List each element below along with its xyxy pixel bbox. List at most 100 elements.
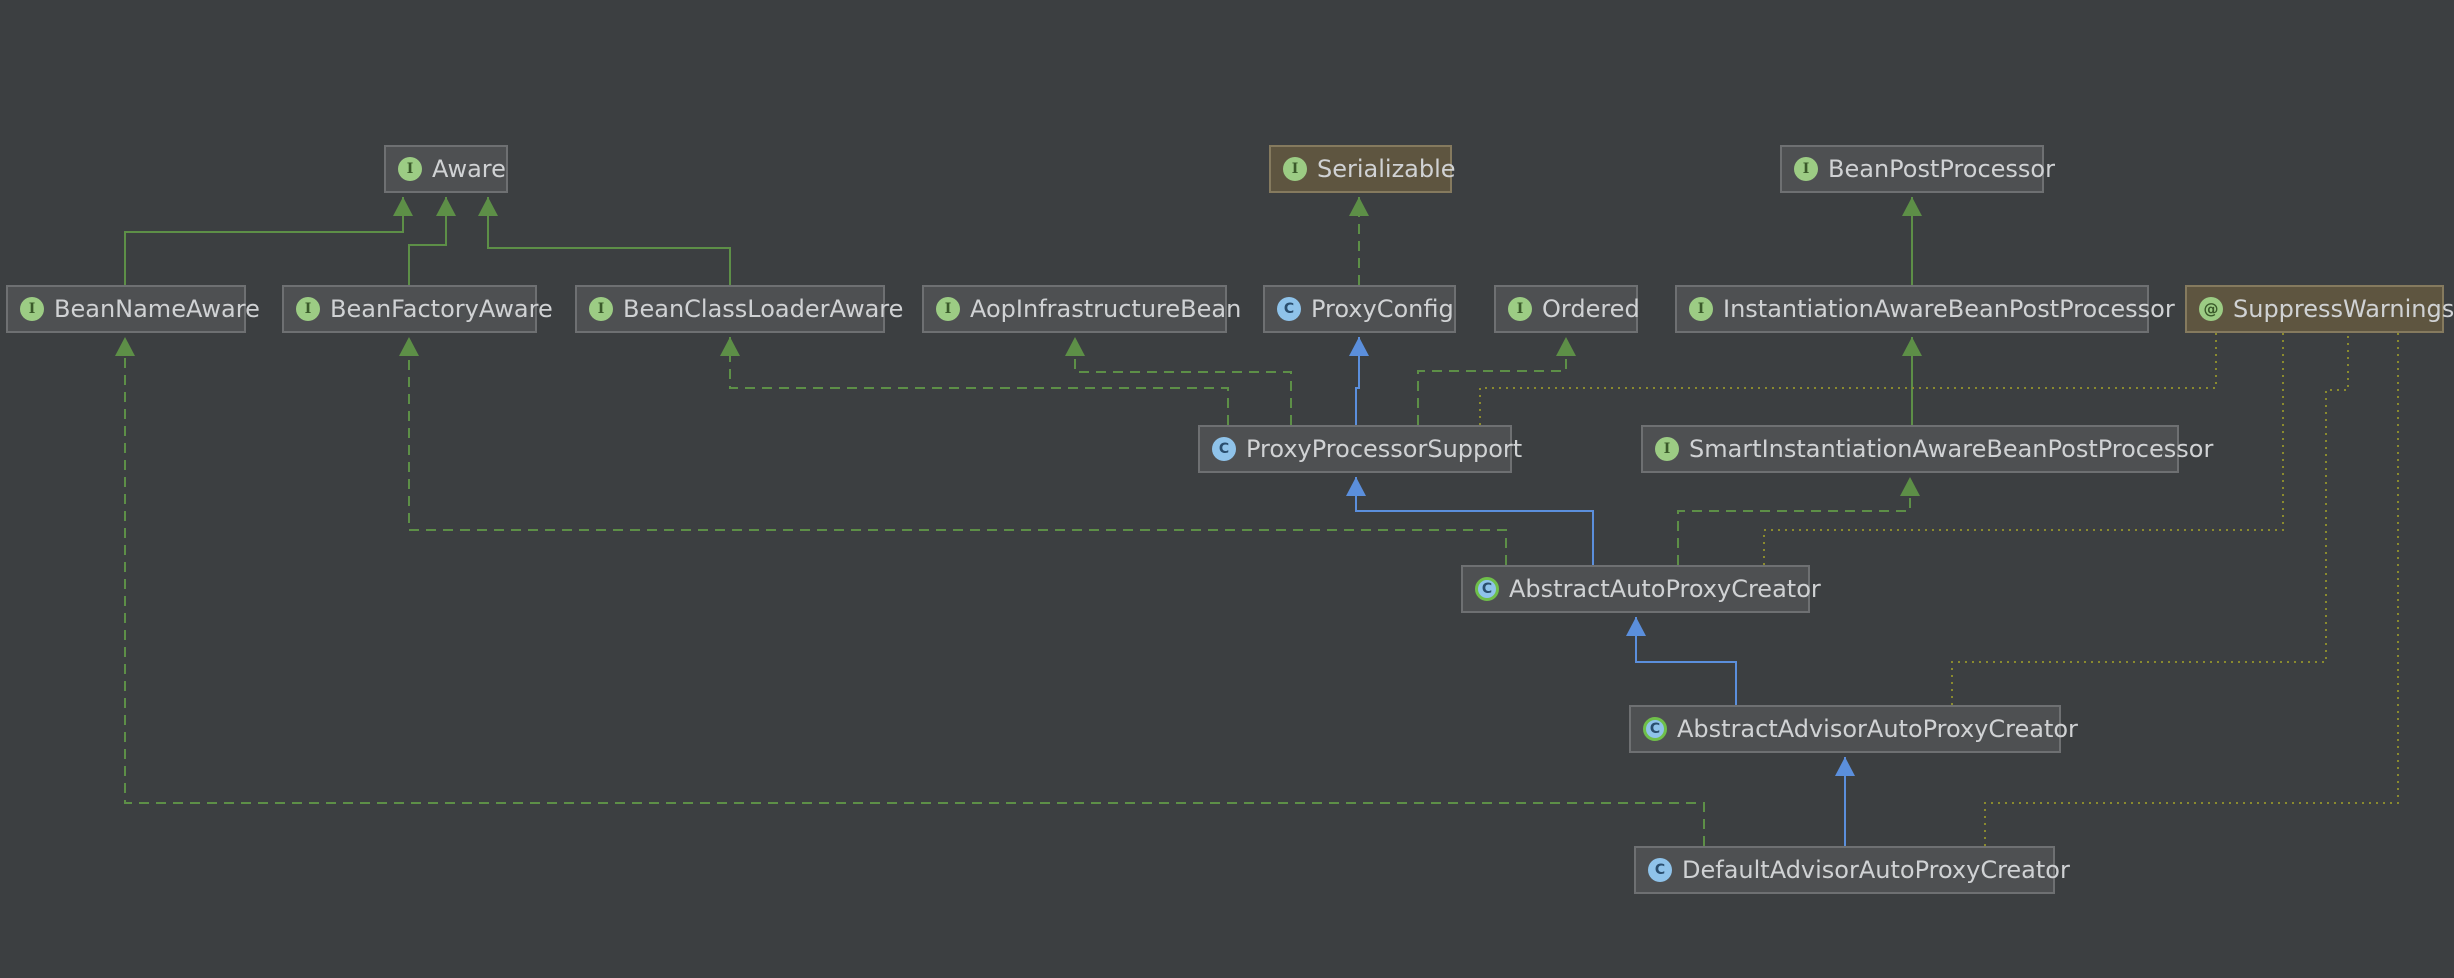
edge-bean_class_loader_aware-to-aware bbox=[478, 197, 731, 285]
arrowhead-icon bbox=[478, 197, 498, 216]
node-label: Aware bbox=[432, 155, 506, 183]
node-abstract-auto-proxy-creator[interactable]: C AbstractAutoProxyCreator bbox=[1461, 565, 1821, 613]
edge-default_advisor_auto_proxy_creator-to-bean_name_aware bbox=[115, 337, 1705, 846]
interface-icon: I bbox=[296, 297, 320, 321]
edge-abstract_auto_proxy_creator-to-proxy_processor_support bbox=[1346, 477, 1594, 565]
node-label: ProxyProcessorSupport bbox=[1246, 435, 1523, 463]
edge-bean_name_aware-to-aware bbox=[124, 197, 413, 285]
interface-icon: I bbox=[1283, 157, 1307, 181]
arrowhead-icon bbox=[1835, 757, 1855, 776]
node-label: BeanFactoryAware bbox=[330, 295, 553, 323]
arrowhead-icon bbox=[1902, 337, 1922, 356]
node-abstract-advisor-auto-proxy-creator[interactable]: C AbstractAdvisorAutoProxyCreator bbox=[1629, 705, 2078, 753]
edge-line bbox=[124, 197, 404, 285]
edge-abstract_auto_proxy_creator-to-bean_factory_aware bbox=[399, 337, 1507, 565]
node-suppress-warnings[interactable]: @ SuppressWarnings bbox=[2185, 285, 2454, 333]
edge-proxy_config-to-serializable bbox=[1349, 197, 1369, 285]
arrowhead-icon bbox=[1556, 337, 1576, 356]
arrowhead-icon bbox=[1349, 197, 1369, 216]
arrowhead-icon bbox=[1065, 337, 1085, 356]
abstract-class-icon: C bbox=[1643, 717, 1667, 741]
node-label: SmartInstantiationAwareBeanPostProcessor bbox=[1689, 435, 2214, 463]
node-bean-factory-aware[interactable]: I BeanFactoryAware bbox=[282, 285, 553, 333]
node-label: DefaultAdvisorAutoProxyCreator bbox=[1682, 856, 2070, 884]
arrowhead-icon bbox=[1900, 477, 1920, 496]
edge-line bbox=[1417, 337, 1567, 425]
edge-proxy_processor_support-to-aop_infrastructure_bean bbox=[1065, 337, 1292, 425]
node-label: BeanClassLoaderAware bbox=[623, 295, 904, 323]
edge-smart_instantiation_aware_bpp-to-instantiation_aware_bpp bbox=[1902, 337, 1922, 425]
edge-line bbox=[1984, 333, 2399, 846]
node-aop-infrastructure-bean[interactable]: I AopInfrastructureBean bbox=[922, 285, 1241, 333]
node-bean-post-processor[interactable]: I BeanPostProcessor bbox=[1780, 145, 2055, 193]
node-label: ProxyConfig bbox=[1311, 295, 1454, 323]
edge-proxy_processor_support-to-bean_class_loader_aware bbox=[720, 337, 1229, 425]
edge-default_advisor_auto_proxy_creator-to-abstract_advisor_auto_proxy_creator bbox=[1835, 757, 1855, 846]
edge-line bbox=[124, 337, 1705, 846]
node-label: AbstractAdvisorAutoProxyCreator bbox=[1677, 715, 2078, 743]
arrowhead-icon bbox=[1349, 337, 1369, 356]
node-label: AopInfrastructureBean bbox=[970, 295, 1242, 323]
interface-icon: I bbox=[936, 297, 960, 321]
node-proxy-config[interactable]: C ProxyConfig bbox=[1263, 285, 1456, 333]
interface-icon: I bbox=[1508, 297, 1532, 321]
node-label: BeanNameAware bbox=[54, 295, 260, 323]
class-icon: C bbox=[1212, 437, 1236, 461]
node-label: Serializable bbox=[1317, 155, 1456, 183]
interface-icon: I bbox=[1794, 157, 1818, 181]
edges-layer bbox=[115, 197, 2399, 846]
node-instantiation-aware-bean-post-processor[interactable]: I InstantiationAwareBeanPostProcessor bbox=[1675, 285, 2175, 333]
node-bean-name-aware[interactable]: I BeanNameAware bbox=[6, 285, 260, 333]
node-label: Ordered bbox=[1542, 295, 1640, 323]
edge-abstract_advisor_auto_proxy_creator-to-suppress_warnings bbox=[1951, 333, 2349, 705]
edge-line bbox=[408, 197, 447, 285]
node-ordered[interactable]: I Ordered bbox=[1494, 285, 1640, 333]
arrowhead-icon bbox=[115, 337, 135, 356]
edge-instantiation_aware_bpp-to-bean_post_processor bbox=[1902, 197, 1922, 285]
edge-line bbox=[1355, 337, 1360, 425]
node-label: BeanPostProcessor bbox=[1828, 155, 2055, 183]
edge-proxy_processor_support-to-suppress_warnings bbox=[1479, 333, 2217, 425]
interface-icon: I bbox=[20, 297, 44, 321]
node-smart-instantiation-aware-bean-post-processor[interactable]: I SmartInstantiationAwareBeanPostProcess… bbox=[1641, 425, 2213, 473]
interface-icon: I bbox=[1689, 297, 1713, 321]
class-icon: C bbox=[1277, 297, 1301, 321]
edge-line bbox=[729, 337, 1229, 425]
node-serializable[interactable]: I Serializable bbox=[1269, 145, 1456, 193]
arrowhead-icon bbox=[720, 337, 740, 356]
interface-icon: I bbox=[589, 297, 613, 321]
arrowhead-icon bbox=[1902, 197, 1922, 216]
edge-bean_factory_aware-to-aware bbox=[408, 197, 456, 285]
edge-abstract_auto_proxy_creator-to-smart_instantiation_aware_bpp bbox=[1677, 477, 1920, 565]
node-label: SuppressWarnings bbox=[2233, 295, 2454, 323]
edge-proxy_processor_support-to-proxy_config bbox=[1349, 337, 1369, 425]
edge-line bbox=[1951, 333, 2349, 705]
arrowhead-icon bbox=[393, 197, 413, 216]
annotation-icon: @ bbox=[2199, 297, 2223, 321]
class-icon: C bbox=[1648, 858, 1672, 882]
edge-line bbox=[1355, 477, 1594, 565]
interface-icon: I bbox=[398, 157, 422, 181]
node-default-advisor-auto-proxy-creator[interactable]: C DefaultAdvisorAutoProxyCreator bbox=[1634, 846, 2070, 894]
node-label: InstantiationAwareBeanPostProcessor bbox=[1723, 295, 2175, 323]
arrowhead-icon bbox=[399, 337, 419, 356]
edge-line bbox=[487, 197, 731, 285]
edge-line bbox=[408, 337, 1507, 565]
edge-line bbox=[1763, 333, 2284, 565]
node-label: AbstractAutoProxyCreator bbox=[1509, 575, 1821, 603]
node-bean-class-loader-aware[interactable]: I BeanClassLoaderAware bbox=[575, 285, 903, 333]
edge-line bbox=[1479, 333, 2217, 425]
edge-abstract_advisor_auto_proxy_creator-to-abstract_auto_proxy_creator bbox=[1626, 617, 1737, 705]
arrowhead-icon bbox=[436, 197, 456, 216]
edge-proxy_processor_support-to-ordered bbox=[1417, 337, 1576, 425]
abstract-class-icon: C bbox=[1475, 577, 1499, 601]
arrowhead-icon bbox=[1626, 617, 1646, 636]
node-proxy-processor-support[interactable]: C ProxyProcessorSupport bbox=[1198, 425, 1522, 473]
edge-abstract_auto_proxy_creator-to-suppress_warnings bbox=[1763, 333, 2284, 565]
edge-line bbox=[1635, 617, 1737, 705]
interface-icon: I bbox=[1655, 437, 1679, 461]
arrowhead-icon bbox=[1346, 477, 1366, 496]
node-aware[interactable]: I Aware bbox=[384, 145, 508, 193]
edge-default_advisor_auto_proxy_creator-to-suppress_warnings bbox=[1984, 333, 2399, 846]
